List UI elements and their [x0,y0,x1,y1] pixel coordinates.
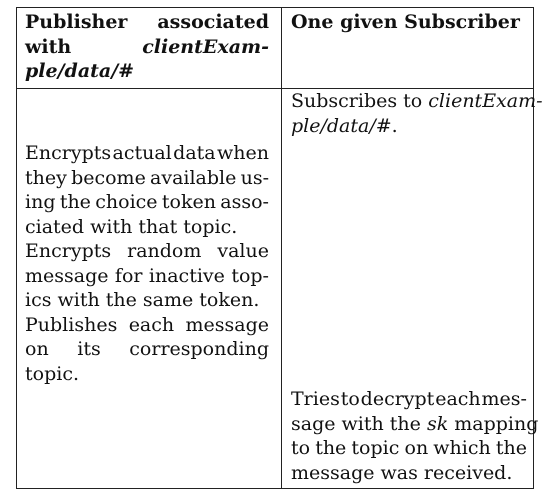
column-divider [281,8,282,488]
header-publisher: Publisher associated with clientExam- pl… [25,10,269,84]
subscriber-subscribe-step: Subscribes to clientExam- ple/data/#. [291,90,543,137]
header-publisher-line-1: Publisher associated [25,11,269,33]
publisher-step-line: ciated with that topic. [25,215,238,238]
header-subscriber: One given Subscriber [291,11,520,33]
publisher-step-line: ics with the same token. [25,289,260,311]
publisher-step-line: topic. [25,362,79,385]
publisher-subscriber-table: Publisher associated with clientExam- pl… [16,7,543,489]
header-publisher-line-3: ple/data/# [25,60,135,82]
header-divider [17,88,533,89]
header-publisher-line-2: with clientExam- [25,35,269,58]
